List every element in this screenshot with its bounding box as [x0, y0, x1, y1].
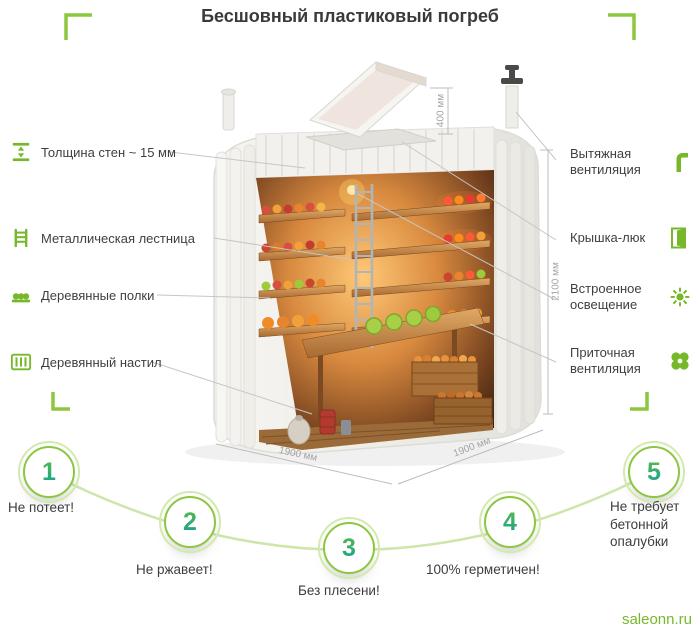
callout-wall-thickness: Толщина стен ~ 15 мм: [10, 141, 176, 163]
lighting-icon: [668, 285, 692, 309]
potato-crates: [411, 355, 493, 425]
callout-wooden-floor: Деревянный настил: [10, 351, 162, 373]
callout-supply-vent: Приточная вентиляция: [570, 345, 692, 378]
callout-label: Крышка-люк: [570, 229, 646, 245]
feature-badge-5: 5: [623, 441, 685, 503]
supply-vent-icon: [668, 349, 692, 373]
feature-label-5: Не требует бетонной опалубки: [610, 499, 680, 550]
feature-badge-3: 3: [318, 517, 380, 579]
page-title: Бесшовный пластиковый погреб: [201, 6, 499, 26]
feature-number: 2: [183, 507, 197, 536]
feature-badge-4: 4: [479, 491, 541, 553]
watermark: saleonn.ru: [621, 611, 692, 628]
callout-lines: [151, 111, 557, 415]
feature-label-1: Не потеет!: [8, 500, 75, 515]
feature-label-2: Не ржавеет!: [136, 562, 213, 577]
feature-badge-2: 2: [159, 491, 221, 553]
callout-lighting: Встроенное освещение: [570, 281, 692, 314]
feature-badge-1: 1: [18, 441, 80, 503]
feature-number: 1: [42, 457, 56, 486]
feature-label-4: 100% герметичен!: [426, 562, 540, 577]
exhaust-vent-icon: [668, 150, 692, 174]
callout-label: Деревянный настил: [41, 354, 162, 370]
hatch-door-icon: [668, 226, 692, 250]
callout-label: Деревянные полки: [41, 287, 155, 303]
wall-thickness-icon: [10, 141, 32, 163]
vent-pipes: [221, 65, 523, 131]
dimension-tank-height: 2100 мм: [550, 262, 562, 301]
callout-label: Толщина стен ~ 15 мм: [41, 144, 176, 160]
tank-interior: [256, 170, 494, 450]
callout-label: Приточная вентиляция: [570, 345, 641, 377]
callout-hatch: Крышка-люк: [570, 226, 692, 250]
left-shelves: [258, 202, 346, 338]
callout-exhaust-vent: Вытяжная вентиляция: [570, 146, 692, 179]
dimension-lid-height: 400 мм: [435, 93, 447, 128]
callout-label: Вытяжная вентиляция: [570, 146, 641, 178]
ladder-icon: [10, 227, 32, 249]
hatch-lid: [305, 61, 437, 151]
feature-label-3: Без плесени!: [298, 583, 380, 598]
callout-label: Встроенное освещение: [570, 281, 642, 313]
callout-metal-ladder: Металлическая лестница: [10, 227, 195, 249]
dimension-lines: [215, 87, 553, 485]
feature-number: 5: [647, 457, 661, 486]
feature-number: 4: [503, 507, 517, 536]
shelves-icon: [10, 284, 32, 306]
callout-wooden-shelves: Деревянные полки: [10, 284, 154, 306]
feature-number: 3: [342, 533, 356, 562]
sack-and-jars: [287, 409, 351, 445]
callout-label: Металлическая лестница: [41, 230, 195, 246]
frame-bracket-icons: [51, 13, 649, 411]
flooring-icon: [10, 351, 32, 373]
